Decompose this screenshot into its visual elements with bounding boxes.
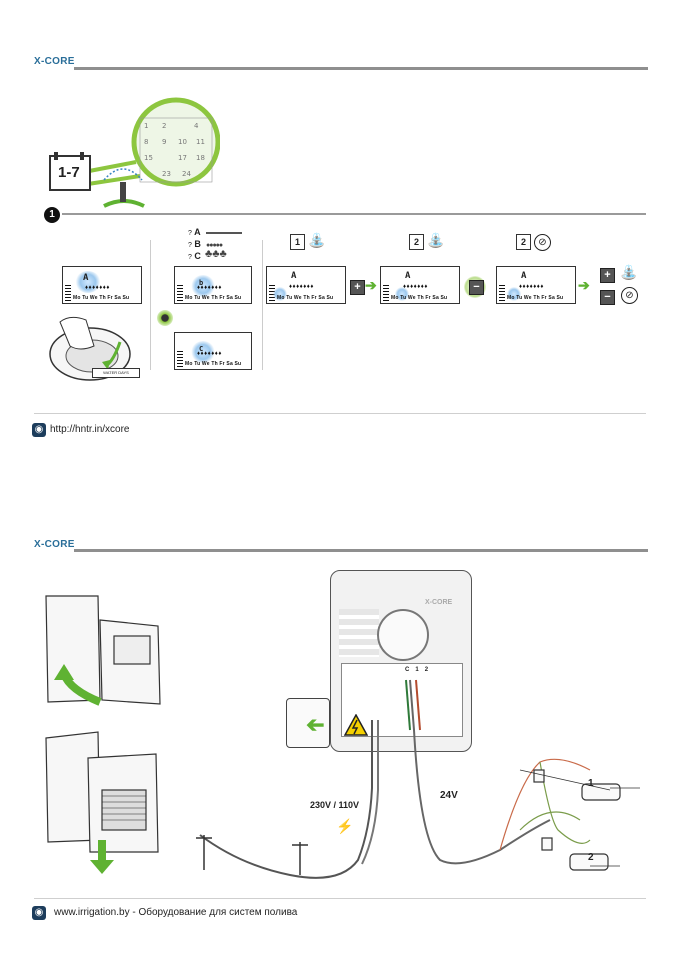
option-a-mark — [206, 232, 242, 234]
step-badge: 1 — [44, 207, 60, 223]
arrow-right-icon: ➔ — [365, 277, 377, 293]
minus-button-icon: − — [469, 280, 484, 295]
sprinkler-icon: ⛲ — [308, 232, 326, 248]
plus-button-icon: + — [600, 268, 615, 283]
svg-text:8: 8 — [144, 138, 148, 146]
terminal-labels: C12 — [405, 667, 435, 673]
svg-text:23: 23 — [162, 170, 171, 178]
svg-text:24: 24 — [182, 170, 191, 178]
low-voltage-label: 24V — [440, 790, 458, 801]
calendar-day-icon: 1 — [290, 234, 305, 250]
lcd-display: C ♦♦♦♦♦♦♦ Mo Tu We Th Fr Sa Su — [174, 332, 252, 370]
hand-knob-illustration — [49, 316, 131, 381]
hazard-icon — [344, 714, 368, 736]
step-rule — [62, 213, 646, 215]
no-watering-icon: ⊘ — [621, 287, 638, 304]
minus-button-icon: − — [600, 290, 615, 305]
column-divider — [262, 240, 263, 370]
arrow-right-icon: ➔ — [578, 277, 590, 293]
header-rule — [74, 67, 648, 70]
option-b-icons: ●●●●● — [206, 242, 223, 249]
no-watering-icon: ⊘ — [534, 234, 551, 251]
lcd-display: A ♦♦♦♦♦♦♦ Mo Tu We Th Fr Sa Su — [380, 266, 460, 304]
svg-text:2: 2 — [162, 122, 166, 130]
brand-title: X-CORE — [34, 56, 75, 67]
calendar-day-icon: 2 — [409, 234, 424, 250]
qr-link-icon: ◉ — [32, 906, 46, 920]
terminal-cover — [286, 698, 330, 748]
button-glow-icon — [157, 310, 173, 326]
sprinkler-icon: ⛲ — [620, 264, 638, 280]
plus-button-icon: + — [350, 280, 365, 295]
svg-text:18: 18 — [196, 154, 205, 162]
svg-text:17: 17 — [178, 154, 187, 162]
lcd-display: A ♦♦♦♦♦♦♦ Mo Tu We Th Fr Sa Su — [496, 266, 576, 304]
footer-url[interactable]: http://hntr.in/xcore — [50, 424, 130, 435]
header-rule — [74, 549, 648, 552]
svg-text:1: 1 — [144, 122, 148, 130]
svg-text:9: 9 — [162, 138, 166, 146]
rotary-dial-icon — [377, 609, 429, 661]
mains-voltage-label: 230V / 110V — [310, 800, 360, 810]
lcd-display: A ♦♦♦♦♦♦♦ Mo Tu We Th Fr Sa Su — [266, 266, 346, 304]
lcd-display: b ♦♦♦♦♦♦♦ Mo Tu We Th Fr Sa Su — [174, 266, 252, 304]
sprinkler-icon: ⛲ — [427, 232, 445, 248]
footer-rule — [34, 898, 646, 899]
device-label: X-CORE — [425, 599, 453, 606]
footer-site-text[interactable]: www.irrigation.by - Оборудование для сис… — [54, 907, 298, 918]
svg-text:4: 4 — [194, 122, 199, 130]
svg-text:10: 10 — [178, 138, 187, 146]
label-stripes — [339, 609, 379, 657]
calendar-day-icon: 2 — [516, 234, 531, 250]
option-b: ? B — [188, 239, 201, 249]
column-divider — [150, 240, 151, 370]
zone-label-2: 2 — [588, 852, 594, 863]
svg-text:15: 15 — [144, 154, 153, 162]
shock-hazard-icon: ⚡ — [336, 818, 354, 834]
footer-rule — [34, 413, 646, 414]
option-c-tree-icons: ♣♣♣ — [205, 248, 227, 260]
cover-installation-illustration — [45, 595, 161, 874]
option-c: ? C — [188, 251, 201, 261]
zone-label-1: 1 — [588, 778, 594, 789]
svg-text:11: 11 — [196, 138, 205, 146]
knob-label: WATER DAYS — [92, 368, 140, 378]
calendar-label: 1-7 — [58, 164, 80, 181]
qr-link-icon: ◉ — [32, 423, 46, 437]
brand-title: X-CORE — [34, 539, 75, 550]
option-a: ? A — [188, 227, 201, 237]
wiring-diagram — [196, 679, 640, 879]
lcd-display: A ♦♦♦♦♦♦♦ Mo Tu We Th Fr Sa Su — [62, 266, 142, 304]
